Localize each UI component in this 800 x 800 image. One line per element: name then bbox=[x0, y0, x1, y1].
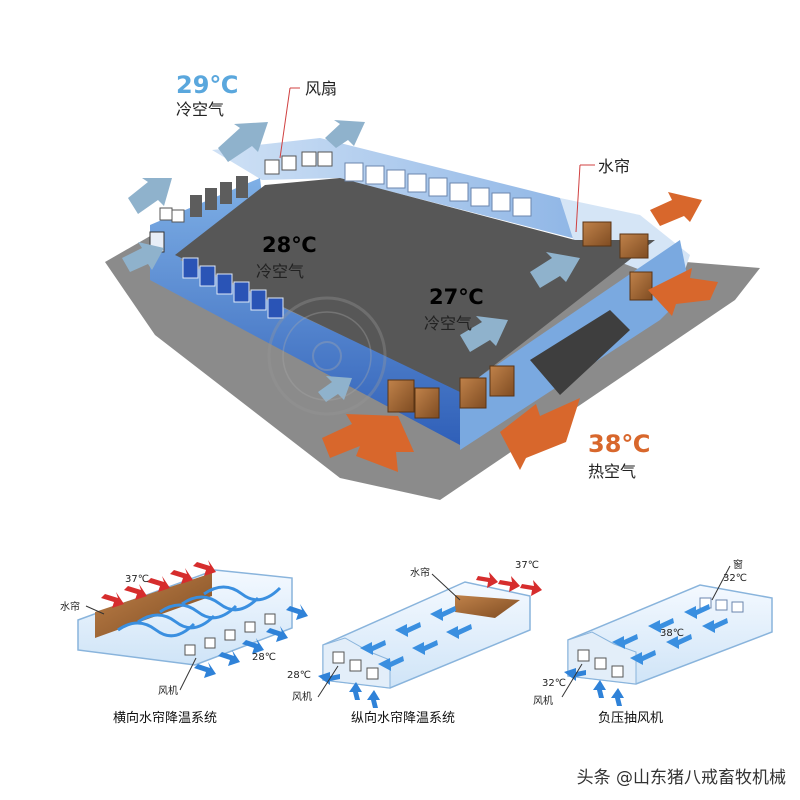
sub-diagram-horizontal bbox=[77, 560, 308, 691]
sub2-curtain-label: 水帘 bbox=[410, 566, 430, 579]
left-wall-windows bbox=[182, 257, 284, 319]
sub3-caption: 负压抽风机 bbox=[598, 711, 663, 726]
sub2-hot-arrows bbox=[476, 572, 542, 596]
sub3-fan-leader bbox=[561, 663, 583, 698]
temp-hot-label: 38℃ bbox=[588, 430, 650, 458]
left-long-wall bbox=[150, 178, 460, 445]
fan-leader-line bbox=[279, 87, 291, 159]
sub1-pad bbox=[95, 573, 212, 638]
curtain-leader-line bbox=[575, 164, 581, 233]
sub3-fans bbox=[577, 649, 624, 678]
sub3-fan-label: 风机 bbox=[533, 694, 553, 707]
curtain-label: 水帘 bbox=[598, 157, 630, 176]
temp-top-label: 29℃ bbox=[176, 71, 238, 99]
sub2-fan-leader bbox=[317, 665, 339, 698]
sub3-out-arrows bbox=[564, 668, 624, 706]
fan-label: 风扇 bbox=[305, 79, 337, 98]
sub3-window-label: 窗 bbox=[733, 558, 743, 571]
back-left-panels bbox=[190, 176, 248, 217]
sub3-temp-window-label: 32℃ bbox=[723, 573, 747, 584]
sub1-cold-arrows bbox=[194, 604, 308, 678]
sub3-window-leader bbox=[711, 565, 731, 601]
sub2-temp-out-label: 28℃ bbox=[287, 670, 311, 681]
sub2-pad bbox=[455, 595, 520, 618]
watermark-seal bbox=[267, 296, 387, 416]
sub1-curtain-label: 水帘 bbox=[60, 600, 80, 613]
sub3-flow-arrows bbox=[612, 604, 728, 665]
cold-air-mid2-label: 冷空气 bbox=[424, 314, 472, 333]
sub2-fans bbox=[332, 651, 379, 680]
sub3-temp-out-label: 32℃ bbox=[542, 678, 566, 689]
hot-air-arrows bbox=[322, 192, 718, 472]
sub1-caption: 横向水帘降温系统 bbox=[113, 710, 217, 726]
cold-air-arrows bbox=[122, 120, 580, 402]
sub1-hot-arrows bbox=[101, 560, 216, 608]
sub2-flow-arrows bbox=[360, 606, 472, 671]
sub2-curtain-leader bbox=[431, 573, 461, 601]
sub1-fan-label: 风机 bbox=[158, 684, 178, 697]
sub-diagram-longitudinal bbox=[317, 572, 542, 708]
sub1-fans bbox=[184, 613, 276, 656]
temp-mid2-label: 27℃ bbox=[429, 285, 484, 309]
main-building-illustration bbox=[105, 87, 760, 500]
floor-plane bbox=[175, 178, 655, 392]
sub1-fan-leader bbox=[179, 657, 197, 691]
sub2-caption: 纵向水帘降温系统 bbox=[351, 710, 455, 726]
back-wall-windows bbox=[344, 162, 532, 217]
sub1-box bbox=[77, 569, 293, 666]
watermark-text: 头条 @山东猪八戒畜牧机械 bbox=[576, 768, 786, 788]
sub1-flow-lines bbox=[117, 585, 282, 638]
sub2-out-arrows bbox=[318, 672, 380, 708]
hot-air-label: 热空气 bbox=[588, 462, 636, 481]
water-curtain-pads bbox=[387, 221, 653, 419]
sub-diagram-negative-pressure bbox=[561, 565, 773, 706]
sub1-curtain-leader bbox=[85, 605, 105, 615]
sub2-temp-in-label: 37℃ bbox=[515, 560, 539, 571]
sub1-temp-out-label: 28℃ bbox=[252, 652, 276, 663]
temp-mid1-label: 28℃ bbox=[262, 233, 317, 257]
fan-units bbox=[159, 151, 333, 223]
sub3-temp-in-label: 38℃ bbox=[660, 628, 684, 639]
cold-air-top-label: 冷空气 bbox=[176, 100, 224, 119]
cold-air-mid1-label: 冷空气 bbox=[256, 262, 304, 281]
sub2-fan-label: 风机 bbox=[292, 690, 312, 703]
sub1-temp-in-label: 37℃ bbox=[125, 574, 149, 585]
inner-dark-side bbox=[530, 310, 630, 395]
